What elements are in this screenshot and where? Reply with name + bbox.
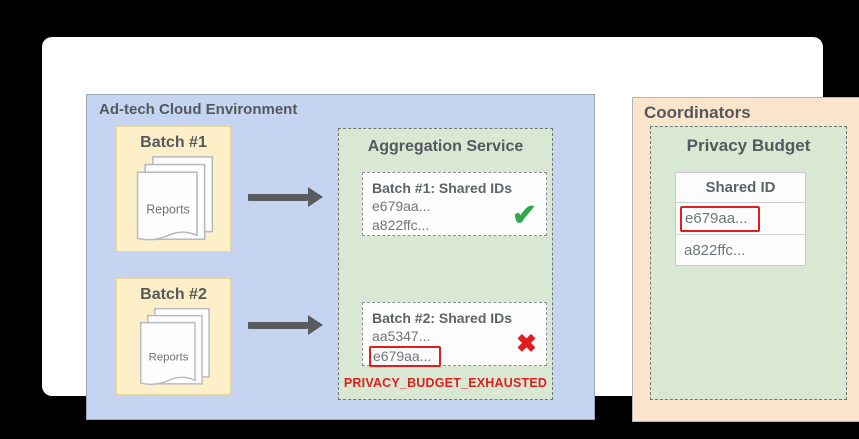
adtech-cloud-environment-box: Ad-tech Cloud Environment Batch #1 Repor…: [86, 94, 595, 420]
consumed-id-highlight: e679aa...: [680, 206, 760, 232]
table-row-highlighted: e679aa...: [676, 203, 805, 234]
table-row: a822ffc...: [676, 234, 805, 265]
success-check-icon: ✔: [511, 199, 537, 232]
aggregation-service-box: Aggregation Service Batch #1: Shared IDs…: [338, 128, 553, 400]
privacy-budget-title: Privacy Budget: [686, 136, 811, 155]
reports-label: Reports: [146, 202, 190, 216]
shared-id-value: aa5347...: [372, 328, 431, 344]
batch-2-result-card: Batch #2: Shared IDs aa5347... e679aa...…: [362, 302, 547, 367]
adtech-environment-title: Ad-tech Cloud Environment: [99, 101, 298, 118]
batch-2-result-title: Batch #2: Shared IDs: [372, 310, 513, 326]
shared-id-value: a822ffc...: [372, 217, 430, 233]
reports-label: Reports: [148, 351, 188, 363]
privacy-budget-exhausted-label: PRIVACY_BUDGET_EXHAUSTED: [343, 376, 548, 390]
shared-id-table: Shared ID e679aa... a822ffc...: [675, 172, 806, 266]
batch-1-label: Batch #1: [140, 134, 207, 151]
shared-id-value: a822ffc...: [684, 242, 746, 259]
batch-1-result-card: Batch #1: Shared IDs e679aa... a822ffc..…: [362, 172, 547, 236]
batch-2-card: Batch #2 Reports: [116, 278, 231, 395]
error-x-icon: ✖: [516, 330, 537, 358]
shared-id-value-highlighted: e679aa...: [369, 346, 537, 367]
shared-id-table-header: Shared ID: [676, 173, 805, 203]
reports-stack-icon: Reports: [139, 307, 210, 385]
diagram-panel: Ad-tech Cloud Environment Batch #1 Repor…: [42, 37, 859, 422]
aggregation-service-title: Aggregation Service: [367, 138, 524, 155]
coordinators-title: Coordinators: [644, 103, 751, 122]
reports-stack-icon: Reports: [136, 156, 213, 241]
flow-arrow-batch1-icon: [248, 187, 323, 207]
batch-2-label: Batch #2: [140, 286, 207, 303]
arrow-head: [308, 187, 323, 207]
flow-arrow-batch2-icon: [248, 315, 323, 335]
arrow-shaft: [248, 193, 308, 201]
privacy-budget-box: Privacy Budget Shared ID e679aa... a822f…: [650, 126, 847, 400]
batch-1-result-title: Batch #1: Shared IDs: [372, 180, 513, 196]
batch-1-card: Batch #1 Reports: [116, 126, 231, 252]
coordinators-box: Coordinators Privacy Budget Shared ID e6…: [632, 97, 859, 422]
shared-id-value: e679aa...: [372, 198, 431, 214]
arrow-head: [308, 315, 323, 335]
duplicate-id-highlight: e679aa...: [369, 346, 442, 367]
arrow-shaft: [248, 321, 308, 329]
